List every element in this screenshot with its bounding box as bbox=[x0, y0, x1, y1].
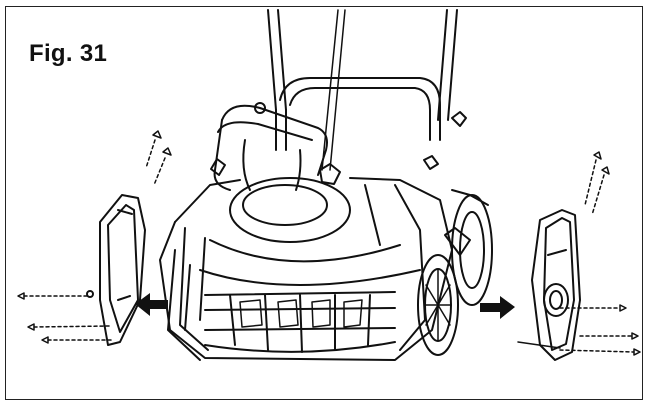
arrow-left-icon bbox=[135, 293, 168, 316]
figure-frame bbox=[5, 6, 643, 400]
snow-thrower-body bbox=[159, 177, 453, 361]
side-cover-panel-right bbox=[531, 209, 581, 361]
side-cover-panel-left bbox=[86, 194, 146, 346]
discharge-chute bbox=[210, 104, 351, 243]
arrow-right-icon bbox=[480, 296, 515, 319]
figure-label: Fig. 31 bbox=[29, 40, 108, 67]
handle-bar bbox=[254, 9, 467, 171]
screw-icon bbox=[17, 130, 641, 356]
wheel bbox=[417, 189, 493, 356]
